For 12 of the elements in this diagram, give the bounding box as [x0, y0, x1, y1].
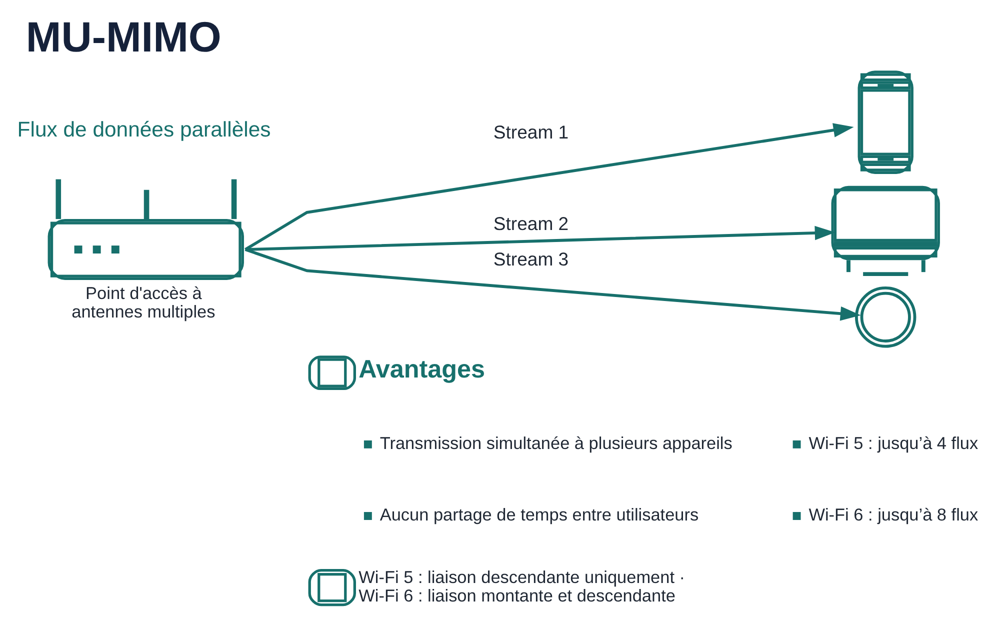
edge-label: Stream 1 [492, 121, 568, 142]
node-label: Point d'accès à antennes multiples [71, 283, 215, 322]
edge-label: Stream 3 [492, 248, 568, 270]
label: Aucun partage de temps entre utilisateurs [379, 504, 698, 524]
label: Wi-Fi 5 : jusqu’à 4 flux [808, 432, 978, 453]
label: Wi-Fi 6 : jusqu’à 8 flux [808, 504, 978, 524]
label: Transmission simultanée à plusieurs appareils [379, 432, 732, 453]
label: Wi-Fi 5 : liaison descendante uniquement · Wi-Fi 6 : liaison montante et descendante [358, 566, 685, 606]
label: Avantages [358, 356, 485, 384]
label: Flux de données parallèles [16, 118, 270, 142]
diagram-title: MU-MIMO [25, 13, 221, 60]
edge-label: Stream 2 [492, 212, 568, 234]
